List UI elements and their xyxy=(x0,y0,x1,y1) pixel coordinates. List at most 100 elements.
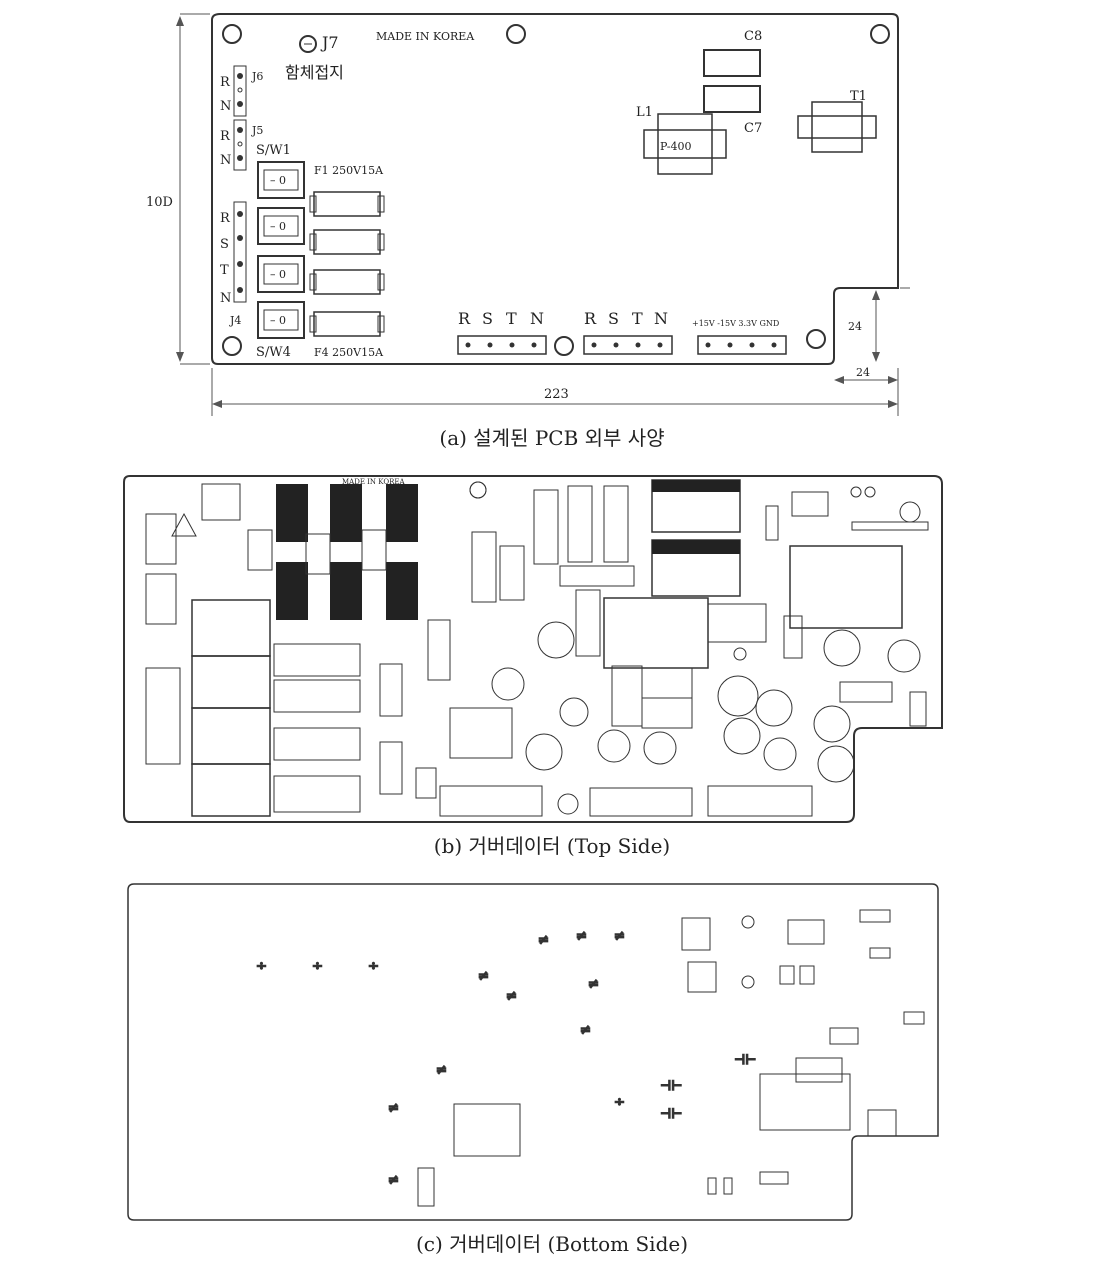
terminal-block xyxy=(707,785,813,817)
j5-label: J5 xyxy=(251,124,263,137)
mount-hole xyxy=(222,336,242,356)
varistor xyxy=(379,663,403,717)
board-outline xyxy=(123,475,943,823)
fuse-f4 xyxy=(309,311,385,337)
electrolytic-capacitor xyxy=(887,639,921,673)
varistor xyxy=(499,545,525,601)
inductor-core xyxy=(330,562,362,620)
varistor xyxy=(471,531,497,603)
terminal-block xyxy=(439,785,543,817)
capacitor-group xyxy=(449,707,513,759)
caption-a: (a) 설계된 PCB 외부 사양 xyxy=(439,426,665,450)
j6-pin-r: R xyxy=(220,75,231,90)
capacitor xyxy=(611,665,643,727)
switch-sw1: – 0 xyxy=(257,161,305,199)
electrolytic-capacitor xyxy=(597,729,631,763)
inductor-core xyxy=(386,484,418,542)
j6-label: J6 xyxy=(251,70,263,83)
j5-pin-r: R xyxy=(220,129,231,144)
component xyxy=(839,681,893,703)
power-terminal-label: +15V -15V 3.3V GND xyxy=(692,319,779,328)
c7-label: C7 xyxy=(744,121,762,136)
regulator xyxy=(783,615,803,659)
svg-text:S: S xyxy=(482,309,493,328)
sw1-label: S/W1 xyxy=(256,143,291,158)
svg-text:⊣⊢: ⊣⊢ xyxy=(660,1079,682,1094)
electrolytic-capacitor xyxy=(813,705,851,743)
j4-pin-t: T xyxy=(220,263,229,278)
gerber-bottom-drawing: ÷ ÷ ÷ ≠ ≠ ≠ ≠ ≠ ≠ ≠ ≠ ≠ ≠ ÷ ⊣⊢ ⊣⊢ ⊣⊢ xyxy=(127,883,939,1221)
switch-sw2: – 0 xyxy=(257,207,305,245)
transformer-t1 xyxy=(789,545,903,629)
height-dimension: 10D xyxy=(146,195,173,210)
inductor-l1 xyxy=(603,597,709,669)
j6-pin-n: N xyxy=(220,99,231,114)
varistor xyxy=(379,741,403,795)
notch-width-dimension: 24 xyxy=(856,366,870,379)
ground-pad xyxy=(201,483,241,521)
svg-text:N: N xyxy=(654,309,668,328)
header xyxy=(851,521,929,531)
f1-label: F1 250V15A xyxy=(314,164,384,177)
svg-text:– 0: – 0 xyxy=(270,268,286,281)
varistor xyxy=(567,485,593,563)
smd-cluster xyxy=(759,1073,851,1131)
fuse xyxy=(273,727,361,761)
made-in-label: MADE IN KOREA xyxy=(376,30,475,43)
svg-text:≠: ≠ xyxy=(436,1063,447,1078)
caption-b: (b) 거버데이터 (Top Side) xyxy=(433,834,671,858)
switch xyxy=(191,707,271,765)
fuse xyxy=(273,775,361,813)
capacitor xyxy=(247,529,273,571)
panel-b-gerber-top: MADE IN KOREA xyxy=(120,470,950,830)
caption-c: (c) 거버데이터 (Bottom Side) xyxy=(415,1232,689,1256)
j4-pin-r: R xyxy=(220,211,231,226)
svg-text:– 0: – 0 xyxy=(270,220,286,233)
electrolytic-capacitor xyxy=(823,629,861,667)
capacitor xyxy=(305,533,331,575)
electrolytic-capacitor xyxy=(755,689,793,727)
panel-a-drawing: J7 함체접지 MADE IN KOREA R N J6 R N J5 R S … xyxy=(146,13,910,416)
varistor xyxy=(427,619,451,681)
j4-pin-n: N xyxy=(220,291,231,306)
svg-text:≠: ≠ xyxy=(576,929,587,944)
svg-text:≠: ≠ xyxy=(478,969,489,984)
panel-c-gerber-bottom: ÷ ÷ ÷ ≠ ≠ ≠ ≠ ≠ ≠ ≠ ≠ ≠ ≠ ÷ ⊣⊢ ⊣⊢ ⊣⊢ xyxy=(120,878,950,1228)
mount-hole xyxy=(554,336,574,356)
switch xyxy=(191,655,271,709)
connector-rstn-2: R S T N xyxy=(583,309,673,355)
svg-text:÷: ÷ xyxy=(368,959,379,974)
fuse-f2 xyxy=(309,229,385,255)
capacitor-c8 xyxy=(703,49,761,77)
inductor-l1 xyxy=(643,113,727,175)
pad xyxy=(787,919,825,945)
component xyxy=(791,491,829,517)
f4-label: F4 250V15A xyxy=(314,346,384,359)
fuse xyxy=(273,679,361,713)
connector-power xyxy=(697,335,787,355)
electrolytic-capacitor xyxy=(525,733,563,771)
made-in-label: MADE IN KOREA xyxy=(342,478,405,486)
switch-sw4: – 0 xyxy=(257,301,305,339)
ground-label: 함체접지 xyxy=(285,63,344,82)
gerber-top-drawing: MADE IN KOREA xyxy=(123,475,943,823)
varistor xyxy=(559,565,635,587)
panel-a-pcb-spec: J7 함체접지 MADE IN KOREA R N J6 R N J5 R S … xyxy=(140,6,920,416)
electrolytic-capacitor xyxy=(723,717,761,755)
connector xyxy=(145,573,177,625)
j4-pin-s: S xyxy=(220,237,229,252)
t1-label: T1 xyxy=(850,89,867,104)
switch-sw3: – 0 xyxy=(257,255,305,293)
connector xyxy=(145,667,181,765)
svg-text:÷: ÷ xyxy=(312,959,323,974)
inductor-core xyxy=(386,562,418,620)
svg-text:– 0: – 0 xyxy=(270,174,286,187)
svg-text:– 0: – 0 xyxy=(270,314,286,327)
svg-text:÷: ÷ xyxy=(256,959,267,974)
capacitor-c7 xyxy=(703,85,761,113)
switch xyxy=(191,599,271,657)
capacitor xyxy=(641,667,693,699)
width-dimension: 223 xyxy=(544,387,569,402)
svg-text:≠: ≠ xyxy=(506,989,517,1004)
mount-hole xyxy=(222,24,242,44)
